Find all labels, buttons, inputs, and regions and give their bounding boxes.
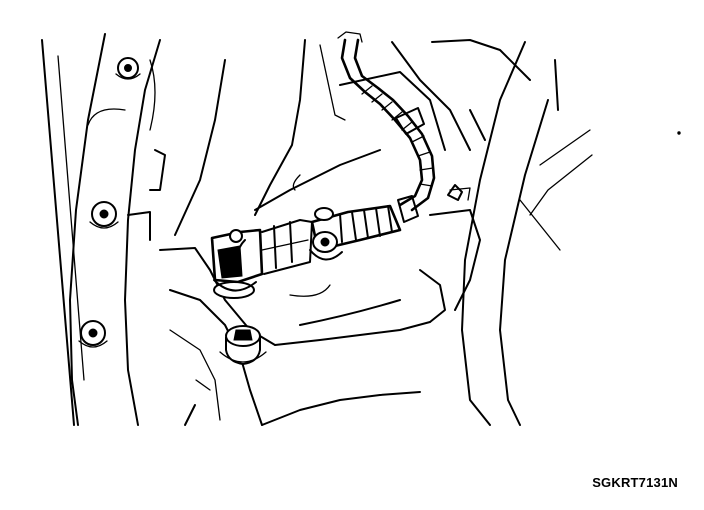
harness-connector	[309, 204, 402, 261]
mounting-bracket	[159, 239, 446, 426]
wiring-harness	[337, 31, 436, 223]
sensor-unit	[210, 219, 313, 299]
figure-code-label: SGKRT7131N	[592, 475, 678, 490]
right-body-panel	[431, 39, 681, 426]
pillar-bolt-bottom	[78, 320, 108, 348]
background-structure	[174, 39, 481, 311]
pillar-bolt-middle	[89, 201, 119, 229]
pillar-bolt-top	[115, 57, 141, 80]
bracket-bolt	[219, 325, 267, 366]
left-panel	[41, 33, 166, 426]
